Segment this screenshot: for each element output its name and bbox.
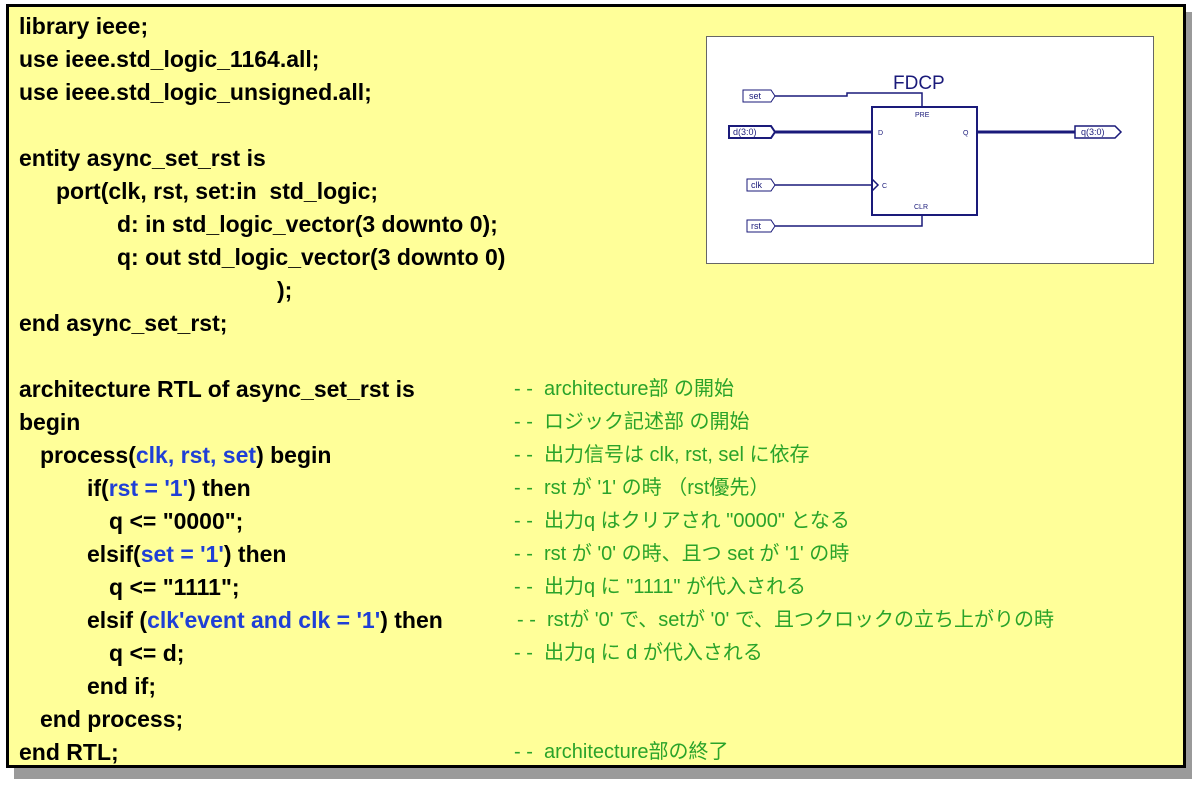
comment-clock-edge: - - rstが '0' で、setが '0' で、且つクロックの立ち上がりの時 — [517, 609, 1055, 631]
port-rst-label: rst — [751, 221, 761, 231]
code-line-end-process: end process; — [40, 706, 184, 732]
code-line-port-d: d: in std_logic_vector(3 downto 0); — [117, 211, 498, 237]
code-text: ) then — [380, 607, 443, 633]
code-keyword: set = '1' — [140, 541, 224, 567]
code-line-use-unsigned: use ieee.std_logic_unsigned.all; — [19, 79, 372, 105]
code-line-port-q: q: out std_logic_vector(3 downto 0) — [117, 244, 506, 270]
comment-rst-priority: - - rst が '1' の時 （rst優先） — [514, 477, 770, 499]
code-line-assign-1111: q <= "1111"; — [109, 574, 240, 600]
code-line-if: if(rst = '1') then — [87, 472, 251, 504]
fdcp-schematic-svg: FDCP PRE CLR D Q C set d(3:0) clk rst q(… — [728, 73, 1123, 233]
port-clk-label: clk — [751, 180, 762, 190]
code-text: if( — [87, 475, 109, 501]
port-q-shape — [1074, 125, 1123, 139]
pin-c-label: C — [882, 183, 887, 190]
code-line-architecture: architecture RTL of async_set_rst is — [19, 376, 415, 402]
code-text: elsif( — [87, 541, 141, 567]
port-d-label: d(3:0) — [733, 127, 757, 137]
code-line-assign-0000: q <= "0000"; — [109, 508, 244, 534]
pin-q-label: Q — [963, 130, 969, 137]
code-line-end-entity: end async_set_rst; — [19, 310, 228, 336]
clock-triangle-icon — [871, 178, 880, 192]
code-text: ) then — [223, 541, 287, 567]
fdcp-schematic: FDCP PRE CLR D Q C set d(3:0) clk rst q(… — [706, 36, 1154, 264]
code-text: elsif ( — [87, 607, 148, 633]
comment-architecture-start: - - architecture部 の開始 — [514, 378, 735, 400]
port-d-shape — [728, 125, 777, 139]
code-line-entity: entity async_set_rst is — [19, 145, 266, 171]
comment-clear: - - 出力q はクリアされ "0000" となる — [514, 510, 850, 532]
code-line-port: port(clk, rst, set:in std_logic; — [56, 178, 379, 204]
comment-assign-d: - - 出力q に d が代入される — [514, 642, 763, 664]
comment-depends: - - 出力信号は clk, rst, sel に依存 — [514, 444, 810, 466]
code-line-end-rtl: end RTL; — [19, 739, 119, 765]
comment-logic-start: - - ロジック記述部 の開始 — [514, 411, 750, 433]
code-keyword: rst = '1' — [108, 475, 189, 501]
code-line-begin: begin — [19, 409, 81, 435]
wire-set — [775, 92, 923, 107]
pin-d-label: D — [878, 130, 883, 137]
fdcp-title: FDCP — [893, 73, 945, 94]
comment-assign-1111: - - 出力q に "1111" が代入される — [514, 576, 807, 598]
code-line-end-if: end if; — [87, 673, 156, 699]
port-set-label: set — [749, 91, 762, 101]
comment-set-condition: - - rst が '0' の時、且つ set が '1' の時 — [514, 543, 850, 565]
code-text: ) then — [188, 475, 251, 501]
pin-clr-label: CLR — [914, 204, 928, 211]
port-set-shape — [742, 89, 776, 103]
port-q-label: q(3:0) — [1081, 127, 1105, 137]
code-keyword: clk, rst, set — [135, 442, 257, 468]
wire-rst — [775, 215, 923, 227]
port-rst-shape — [746, 219, 776, 233]
code-line-elsif-set: elsif(set = '1') then — [87, 538, 286, 570]
code-line-process: process(clk, rst, set) begin — [40, 439, 331, 471]
code-line-assign-d: q <= d; — [109, 640, 185, 666]
code-keyword: clk'event and clk = '1' — [147, 607, 381, 633]
code-line-use-1164: use ieee.std_logic_1164.all; — [19, 46, 320, 72]
code-line-elsif-clk: elsif (clk'event and clk = '1') then — [87, 604, 443, 636]
code-text: ) begin — [256, 442, 332, 468]
fdcp-block — [871, 106, 978, 216]
pin-pre-label: PRE — [915, 112, 930, 119]
port-clk-shape — [746, 178, 776, 192]
comment-architecture-end: - - architecture部の終了 — [514, 741, 729, 763]
code-line-port-close: ); — [277, 277, 293, 303]
code-text: process( — [40, 442, 136, 468]
code-line-library: library ieee; — [19, 13, 149, 39]
